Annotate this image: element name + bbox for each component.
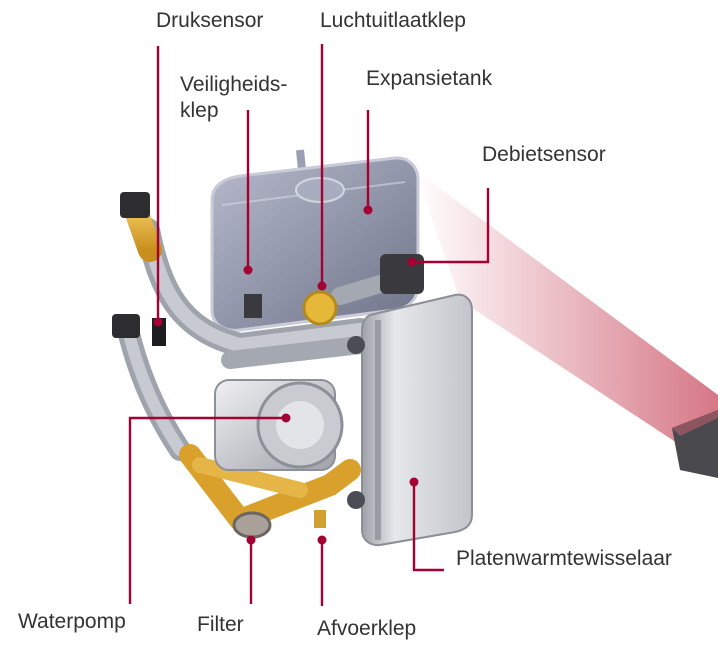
pump-shape [214,379,344,471]
plate-exchanger-shape [347,293,473,547]
leader-lines [128,44,490,606]
label-filter: Filter [197,613,244,636]
label-expansietank: Expansietank [366,67,493,90]
label-luchtuitlaatklep: Luchtuitlaatklep [320,9,466,32]
outdoor-unit-top [672,410,718,436]
label-veiligheidsklep: Veiligheids- klep [180,73,288,122]
label-druksensor: Druksensor [156,9,264,32]
label-debietsensor: Debietsensor [482,143,606,166]
zoom-beam [415,170,718,470]
label-platenwarmtewisselaar: Platenwarmtewisselaar [456,547,672,570]
label-afvoerklep: Afvoerklep [317,617,417,640]
connectors [112,192,424,346]
leader-dots [153,205,419,545]
label-waterpomp: Waterpomp [18,610,126,633]
